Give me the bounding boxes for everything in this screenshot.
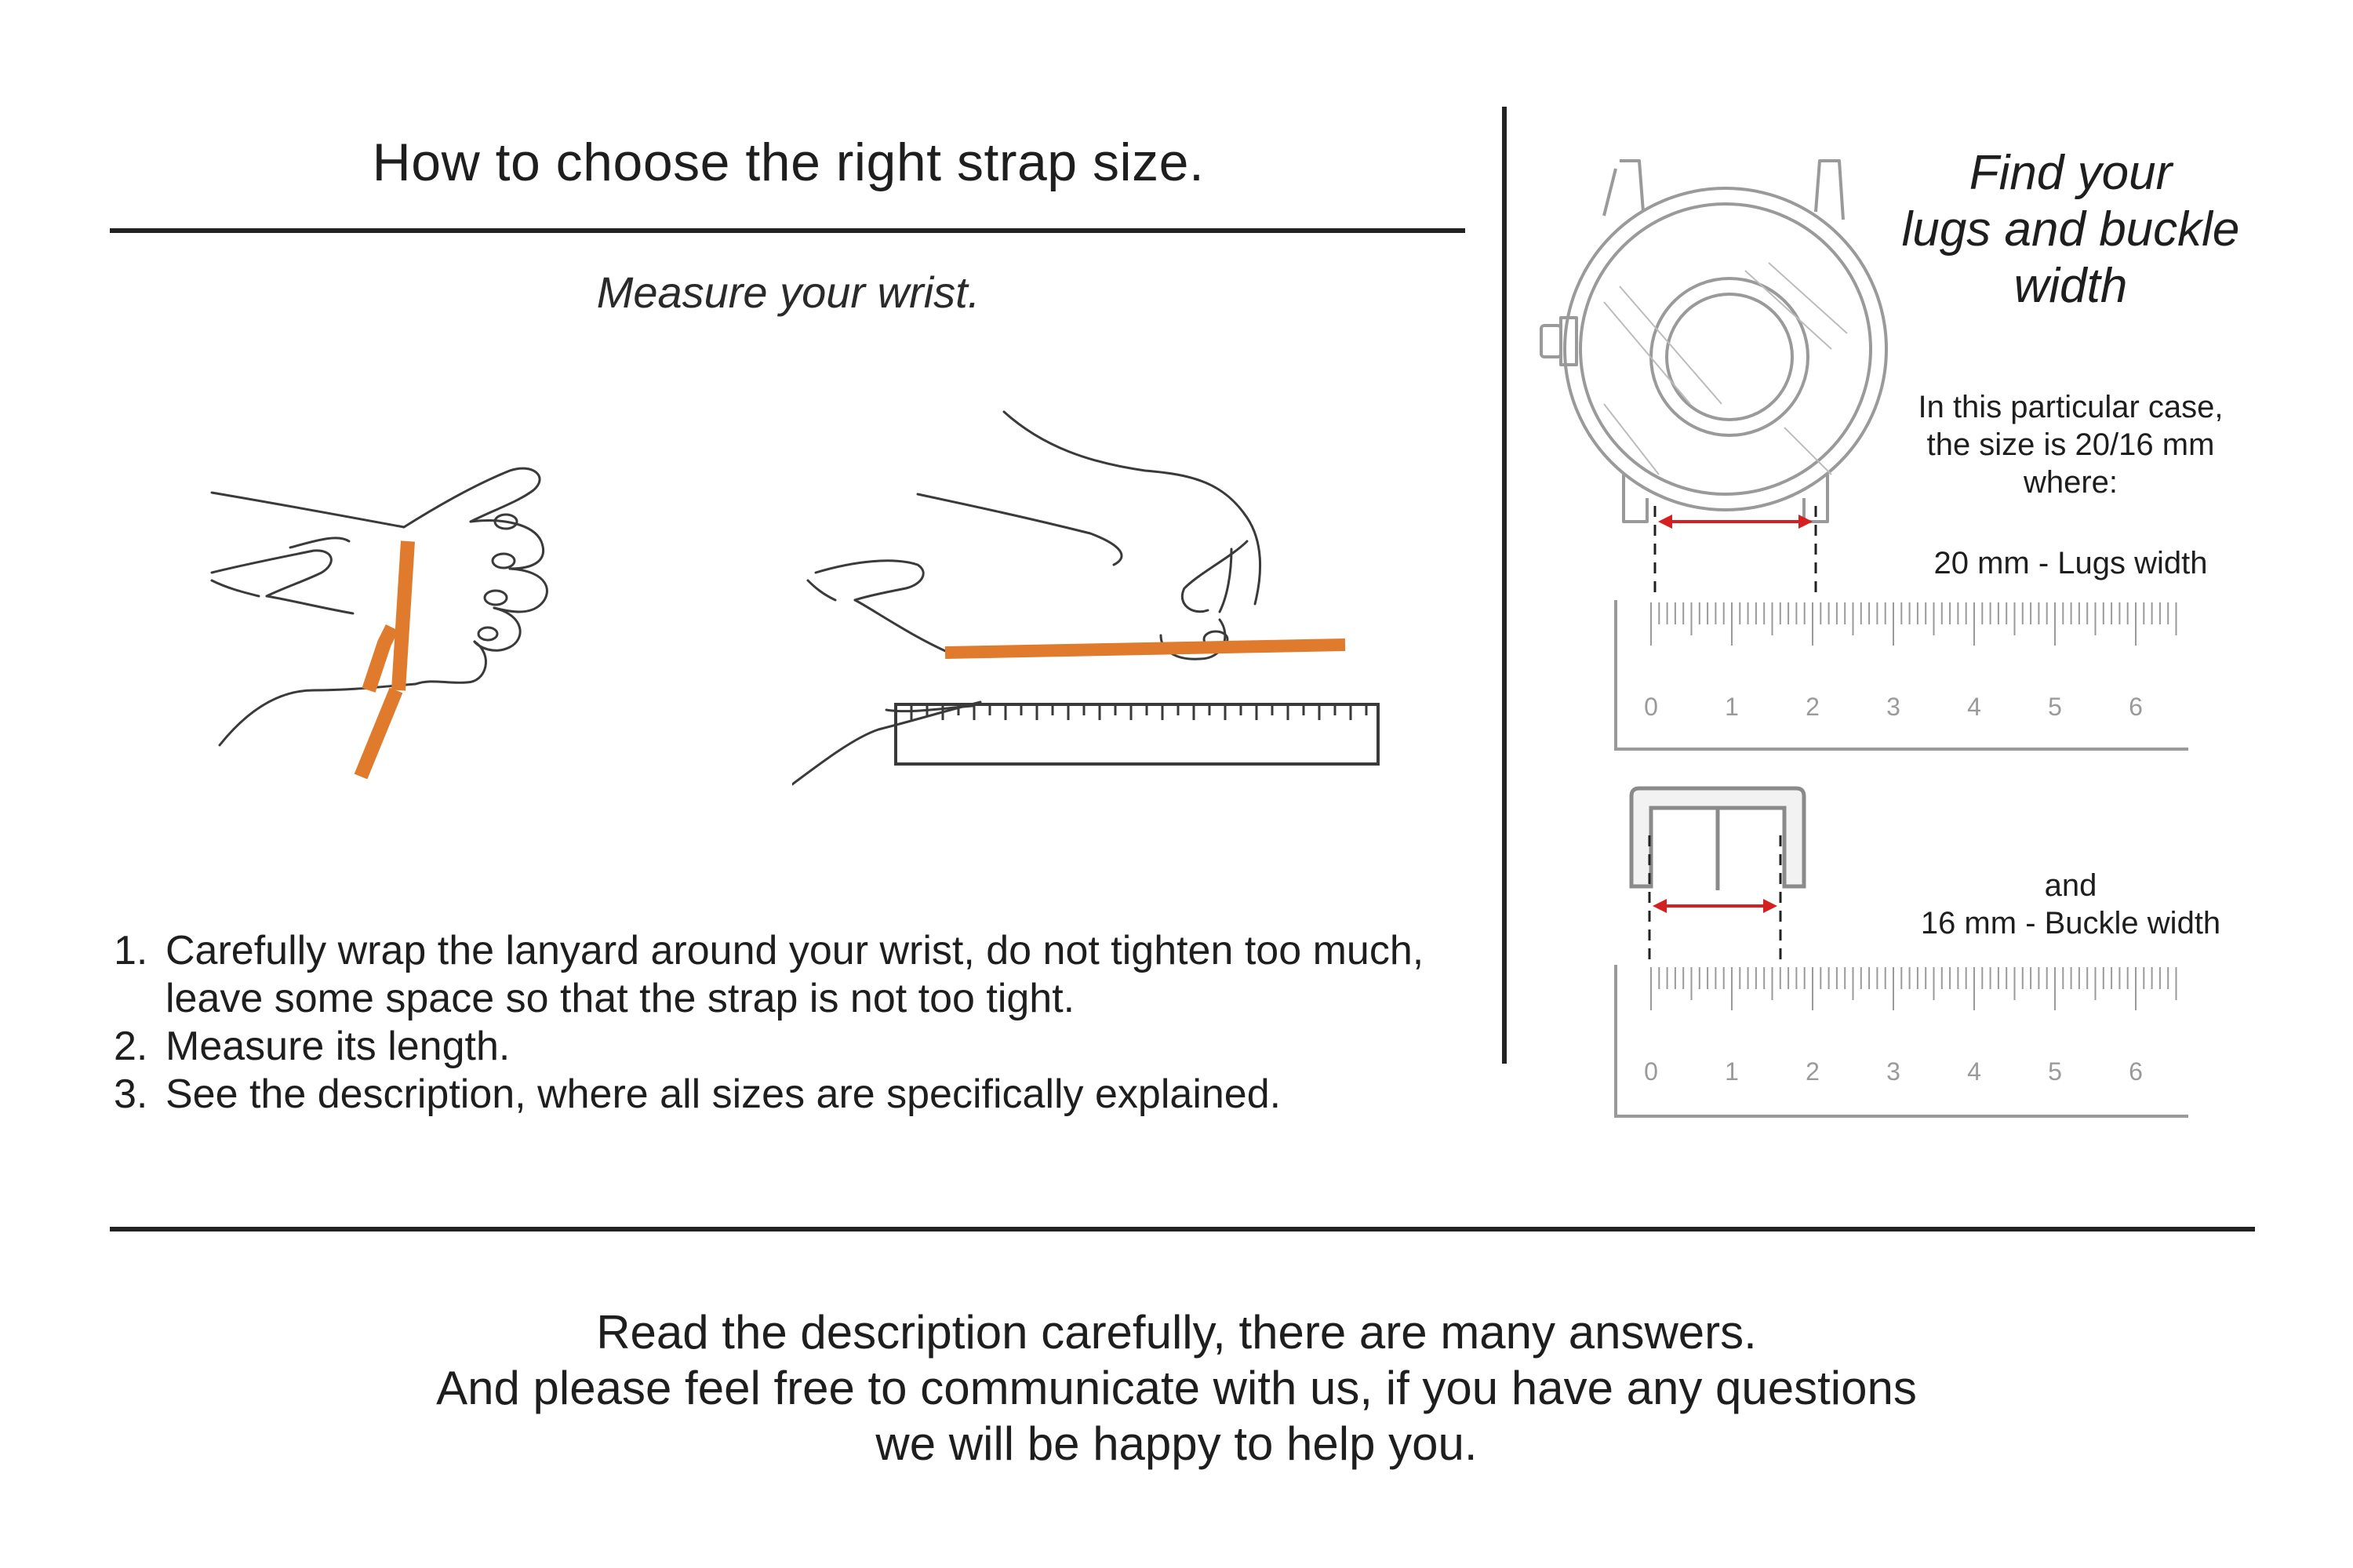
instruction-step: 3. See the description, where all sizes … <box>114 1071 1494 1119</box>
footer-line: we will be happy to help you. <box>875 1417 1478 1470</box>
ruler-number: 4 <box>1967 693 1981 721</box>
title-line: width <box>2013 259 2128 313</box>
ruler-number: 2 <box>1806 1057 1820 1086</box>
buckle-width-marker <box>1648 835 1782 965</box>
right-panel-title: Find your lugs and buckle width <box>1867 145 2275 315</box>
step-number: 1. <box>114 928 148 973</box>
ruler-number: 3 <box>1886 1057 1900 1086</box>
ruler-lugs: 0 1 2 3 4 5 6 <box>1614 600 2188 751</box>
buckle-line: 16 mm - Buckle width <box>1920 906 2221 940</box>
wrist-wrap-illustration <box>210 467 548 780</box>
ruler-number: 4 <box>1967 1057 1981 1086</box>
ruler-buckle: 0 1 2 3 4 5 6 <box>1614 965 2188 1118</box>
ruler-number: 0 <box>1644 693 1658 721</box>
ruler-number: 1 <box>1725 1057 1739 1086</box>
ruler-number: 6 <box>2129 1057 2143 1086</box>
ruler-number: 3 <box>1886 693 1900 721</box>
step-text: Measure its length. <box>165 1024 511 1069</box>
footer-divider <box>110 1227 2255 1231</box>
step-number: 2. <box>114 1024 148 1069</box>
watch-case-illustration <box>1540 159 1888 523</box>
section-subtitle: Measure your wrist. <box>596 267 980 317</box>
explanation-line: the size is 20/16 mm <box>1926 427 2215 462</box>
step-text: See the description, where all sizes are… <box>165 1071 1282 1117</box>
page-title: How to choose the right strap size. <box>372 133 1205 192</box>
footer-line: Read the description carefully, there ar… <box>596 1306 1757 1359</box>
vertical-divider <box>1502 107 1507 1064</box>
ruler-number: 5 <box>2048 693 2062 721</box>
ruler-number: 6 <box>2129 693 2143 721</box>
lugs-width-label: 20 mm - Lugs width <box>1933 546 2208 580</box>
title-line: lugs and buckle <box>1901 202 2240 256</box>
instruction-step: 2. Measure its length. <box>114 1023 1494 1071</box>
title-divider <box>110 228 1465 233</box>
explanation-line: where: <box>2023 465 2118 500</box>
instruction-list: 1. Carefully wrap the lanyard around you… <box>114 927 1494 1119</box>
step-text: leave some space so that the strap is no… <box>165 976 1075 1021</box>
size-explanation: In this particular case, the size is 20/… <box>1882 388 2259 501</box>
step-text: Carefully wrap the lanyard around your w… <box>165 928 1424 973</box>
ruler-number: 2 <box>1806 693 1820 721</box>
strap-measure-illustration <box>792 410 1380 786</box>
lugs-width-marker <box>1653 506 1817 600</box>
ruler-number: 1 <box>1725 693 1739 721</box>
buckle-width-label: and 16 mm - Buckle width <box>1882 867 2259 942</box>
footer-message: Read the description carefully, there ar… <box>0 1304 2353 1472</box>
ruler-number: 5 <box>2048 1057 2062 1086</box>
buckle-line: and <box>2044 868 2097 903</box>
step-number: 3. <box>114 1071 148 1117</box>
instruction-step: 1. Carefully wrap the lanyard around you… <box>114 927 1494 1023</box>
footer-line: And please feel free to communicate with… <box>436 1362 1917 1414</box>
ruler-number: 0 <box>1644 1057 1658 1086</box>
title-line: Find your <box>1969 146 2173 200</box>
explanation-line: In this particular case, <box>1918 390 2224 424</box>
